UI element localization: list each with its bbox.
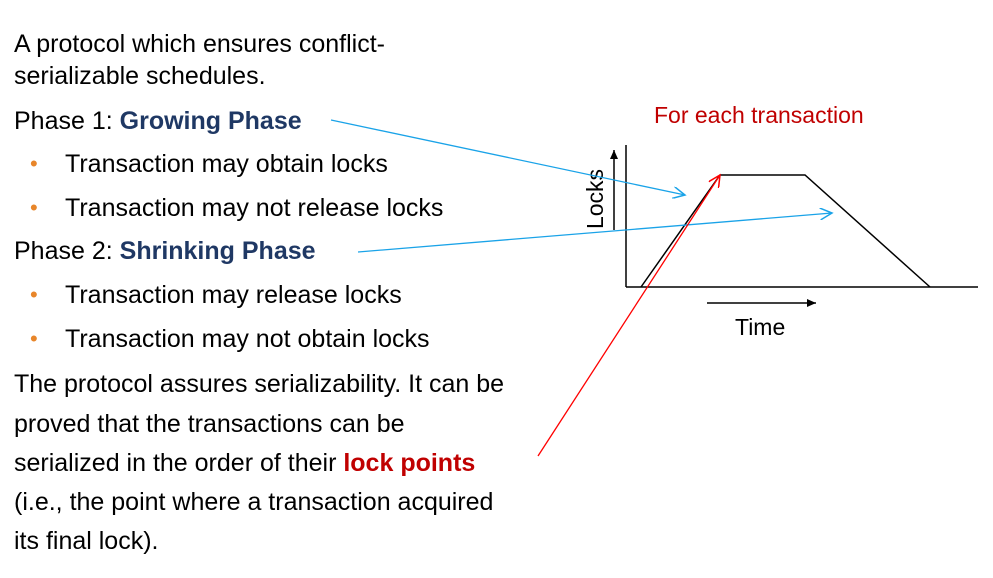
intro-line-1: A protocol which ensures conflict-	[14, 30, 386, 58]
conclusion-line-5: its final lock).	[14, 527, 159, 555]
phase1-heading: Phase 1: Growing Phase	[14, 106, 302, 136]
bullet-dot-icon: •	[30, 195, 38, 220]
growing-phase-label: Growing Phase	[119, 107, 302, 135]
conclusion-line-2: proved that the transactions can be	[14, 410, 405, 438]
conclusion-line-4: (i.e., the point where a transaction acq…	[14, 488, 494, 516]
shrinking-phase-label: Shrinking Phase	[119, 237, 316, 265]
growing-phase-arrow-icon	[330, 119, 685, 195]
phase1-bullet-2: Transaction may not release locks	[65, 194, 444, 222]
lock-points-label: lock points	[343, 449, 476, 477]
phase2-prefix: Phase 2:	[14, 237, 120, 265]
bullet-dot-icon: •	[30, 326, 38, 351]
conclusion-line-3-prefix: serialized in the order of their	[14, 449, 344, 477]
diagram-caption: For each transaction	[654, 102, 864, 128]
shrinking-phase-arrow-icon	[357, 213, 832, 253]
lock-count-curve	[640, 174, 931, 288]
bullet-dot-icon: •	[30, 282, 38, 307]
phase2-bullet-2: Transaction may not obtain locks	[65, 325, 430, 353]
conclusion-line-1: The protocol assures serializability. It…	[14, 370, 505, 398]
phase1-prefix: Phase 1:	[14, 107, 120, 135]
conclusion-line-3: serialized in the order of their lock po…	[14, 448, 475, 478]
phase2-heading: Phase 2: Shrinking Phase	[14, 236, 316, 266]
time-axis-label: Time	[735, 314, 786, 340]
intro-line-2: serializable schedules.	[14, 62, 266, 90]
bullet-dot-icon: •	[30, 151, 38, 176]
phase2-bullet-1: Transaction may release locks	[65, 281, 402, 309]
lock-point-arrow-icon	[537, 175, 720, 457]
phase1-bullet-1: Transaction may obtain locks	[65, 150, 388, 178]
